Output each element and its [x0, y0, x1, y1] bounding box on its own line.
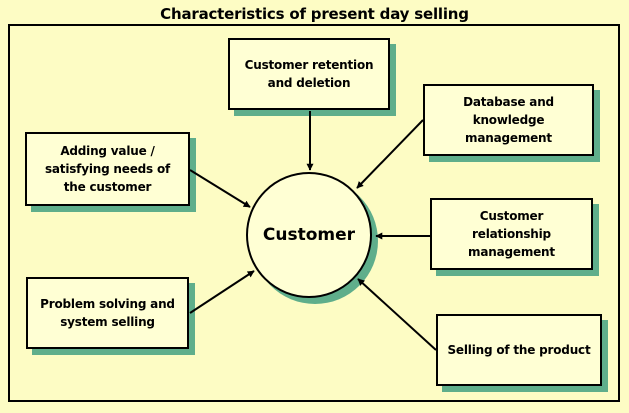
diagram-title: Characteristics of present day selling — [160, 5, 469, 23]
box-customer-retention: Customer retention and deletion — [228, 38, 390, 110]
customer-label: Customer — [262, 225, 356, 245]
box-problem-solving: Problem solving and system selling — [26, 277, 189, 349]
box-customer-relationship-label: Customer relationship management — [468, 209, 555, 259]
customer-circle: Customer — [246, 172, 372, 298]
box-adding-value: Adding value / satisfying needs of the c… — [25, 132, 190, 206]
box-problem-solving-label: Problem solving and system selling — [40, 297, 175, 329]
box-selling-product-label: Selling of the product — [447, 343, 591, 357]
box-database-knowledge: Database and knowledge management — [423, 84, 594, 156]
box-customer-relationship: Customer relationship management — [430, 198, 593, 270]
box-adding-value-label: Adding value / satisfying needs of the c… — [44, 144, 171, 194]
box-selling-product: Selling of the product — [436, 314, 602, 386]
box-customer-retention-label: Customer retention and deletion — [244, 58, 374, 90]
box-database-knowledge-label: Database and knowledge management — [463, 95, 554, 145]
